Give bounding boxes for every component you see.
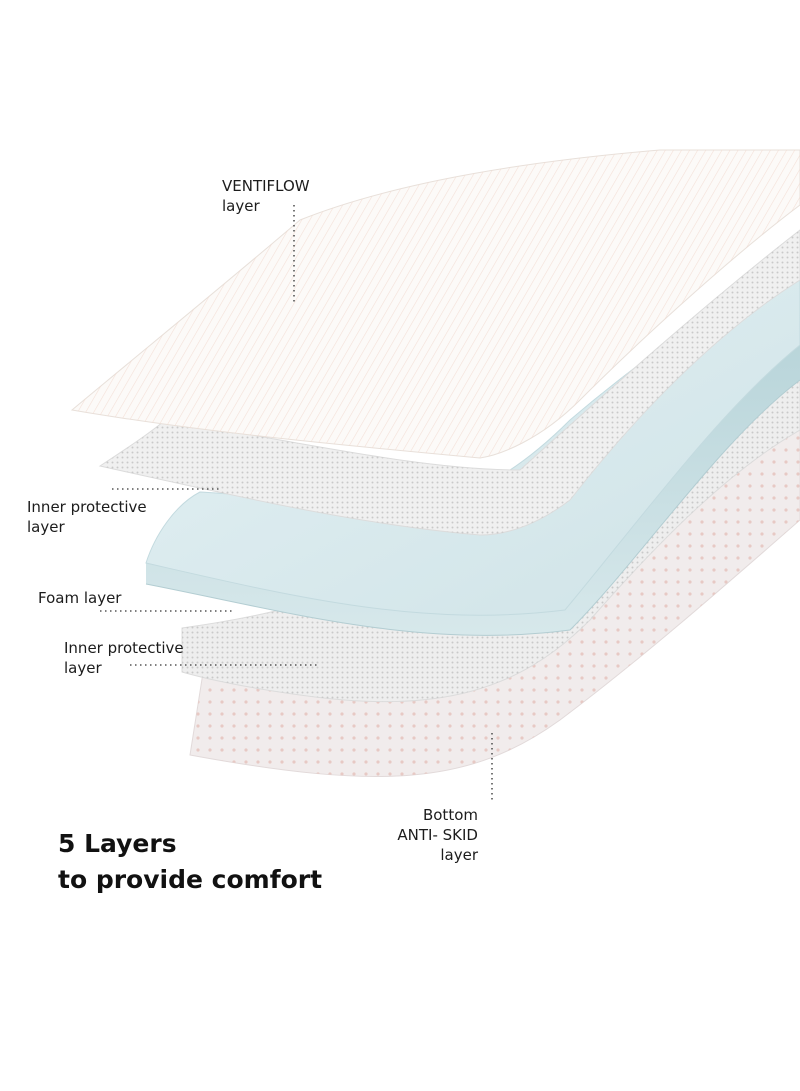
bottom-anti-skid-label-line3: layer [440,846,478,864]
bottom-anti-skid-label-line1: Bottom [422,806,478,824]
inner-protective-top-label-line1: Inner protective [27,498,147,516]
inner-protective-layer-upper [98,229,800,536]
foam-label-line1: Foam layer [38,589,122,607]
inner-protective-bottom-label: Inner protective layer [64,638,184,678]
foam-label: Foam layer [38,588,121,608]
bottom-anti-skid-label-line2: ANTI- SKID [397,826,478,844]
ventiflow-label-line1: VENTIFLOW [222,177,310,195]
headline-line2: to provide comfort [58,865,323,894]
ventiflow-label-line2: layer [222,197,260,215]
inner-protective-top-label-line2: layer [27,518,65,536]
bottom-anti-skid-label: Bottom ANTI- SKID layer [390,805,478,865]
ventiflow-layer [70,149,800,459]
inner-protective-bottom-label-line2: layer [64,659,102,677]
inner-protective-top-label: Inner protective layer [27,497,147,537]
ventiflow-label: VENTIFLOW layer [222,176,310,216]
inner-protective-bottom-label-line1: Inner protective [64,639,184,657]
headline: 5 Layers to provide comfort [58,826,322,898]
leader-lines [100,205,493,800]
headline-line1: 5 Layers [58,829,177,858]
